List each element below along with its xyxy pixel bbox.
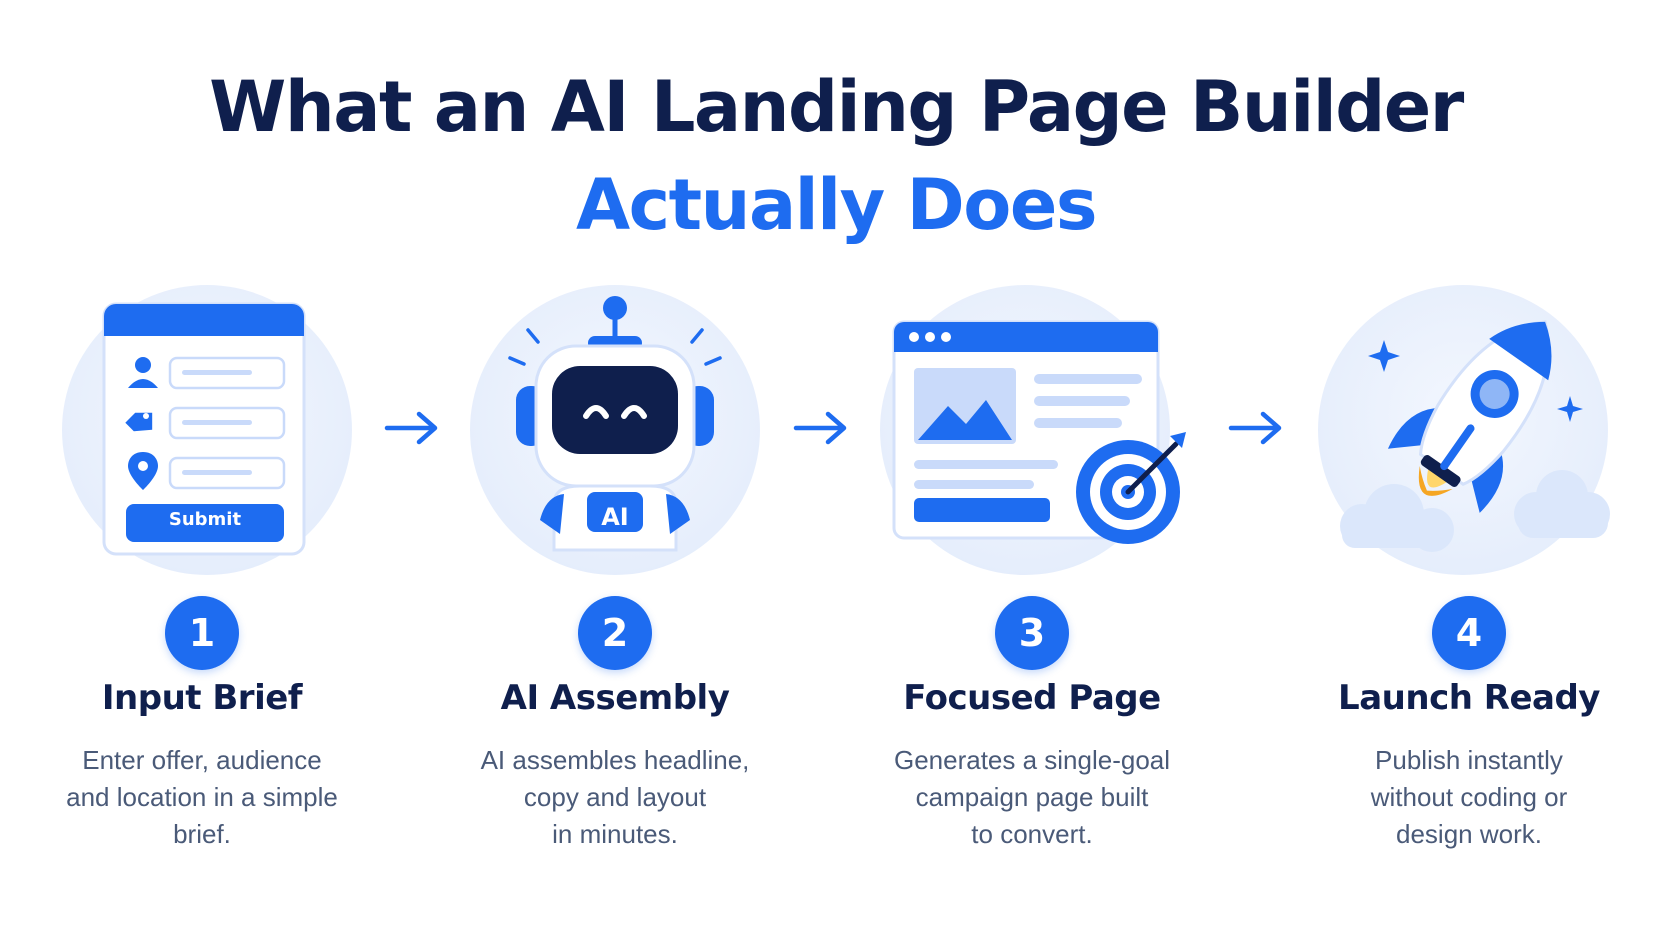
step1-number-badge: 1 bbox=[165, 596, 239, 670]
robot-icon bbox=[508, 296, 722, 552]
image-icon bbox=[914, 368, 1016, 444]
step4-description: Publish instantly without coding or desi… bbox=[1370, 745, 1568, 849]
step2-title: AI Assembly bbox=[500, 678, 730, 718]
step2-number-badge: 2 bbox=[578, 596, 652, 670]
location-pin-icon bbox=[128, 452, 158, 490]
tag-icon bbox=[125, 412, 153, 432]
step3-title: Focused Page bbox=[903, 678, 1161, 718]
target-icon bbox=[1076, 432, 1186, 544]
arrow-right-icon bbox=[384, 411, 438, 445]
robot-ai-label: AI bbox=[601, 503, 629, 531]
step1-description: Enter offer, audience and location in a … bbox=[66, 745, 338, 849]
cloud-icon bbox=[1340, 470, 1610, 552]
page-title-line1: What an AI Landing Page Builder bbox=[209, 66, 1464, 148]
sparkle-icon bbox=[1368, 340, 1400, 372]
user-icon bbox=[128, 357, 158, 388]
step3-number-badge: 3 bbox=[995, 596, 1069, 670]
rocket-icon bbox=[1340, 320, 1610, 552]
submit-button bbox=[126, 504, 284, 542]
webpage-target-icon bbox=[892, 320, 1186, 544]
step2-description: AI assembles headline, copy and layout i… bbox=[480, 745, 750, 849]
step4-title: Launch Ready bbox=[1338, 678, 1600, 718]
ai-chip bbox=[587, 492, 643, 532]
step3-description: Generates a single-goal campaign page bu… bbox=[893, 745, 1171, 849]
submit-button-label: Submit bbox=[168, 509, 242, 530]
step4-number-badge: 4 bbox=[1432, 596, 1506, 670]
page-title-line2: Actually Does bbox=[575, 164, 1098, 246]
arrow-right-icon bbox=[1228, 411, 1282, 445]
sparkle-icon bbox=[1557, 396, 1583, 422]
form-icon bbox=[102, 302, 306, 556]
arrow-right-icon bbox=[793, 411, 847, 445]
step1-title: Input Brief bbox=[101, 678, 303, 718]
